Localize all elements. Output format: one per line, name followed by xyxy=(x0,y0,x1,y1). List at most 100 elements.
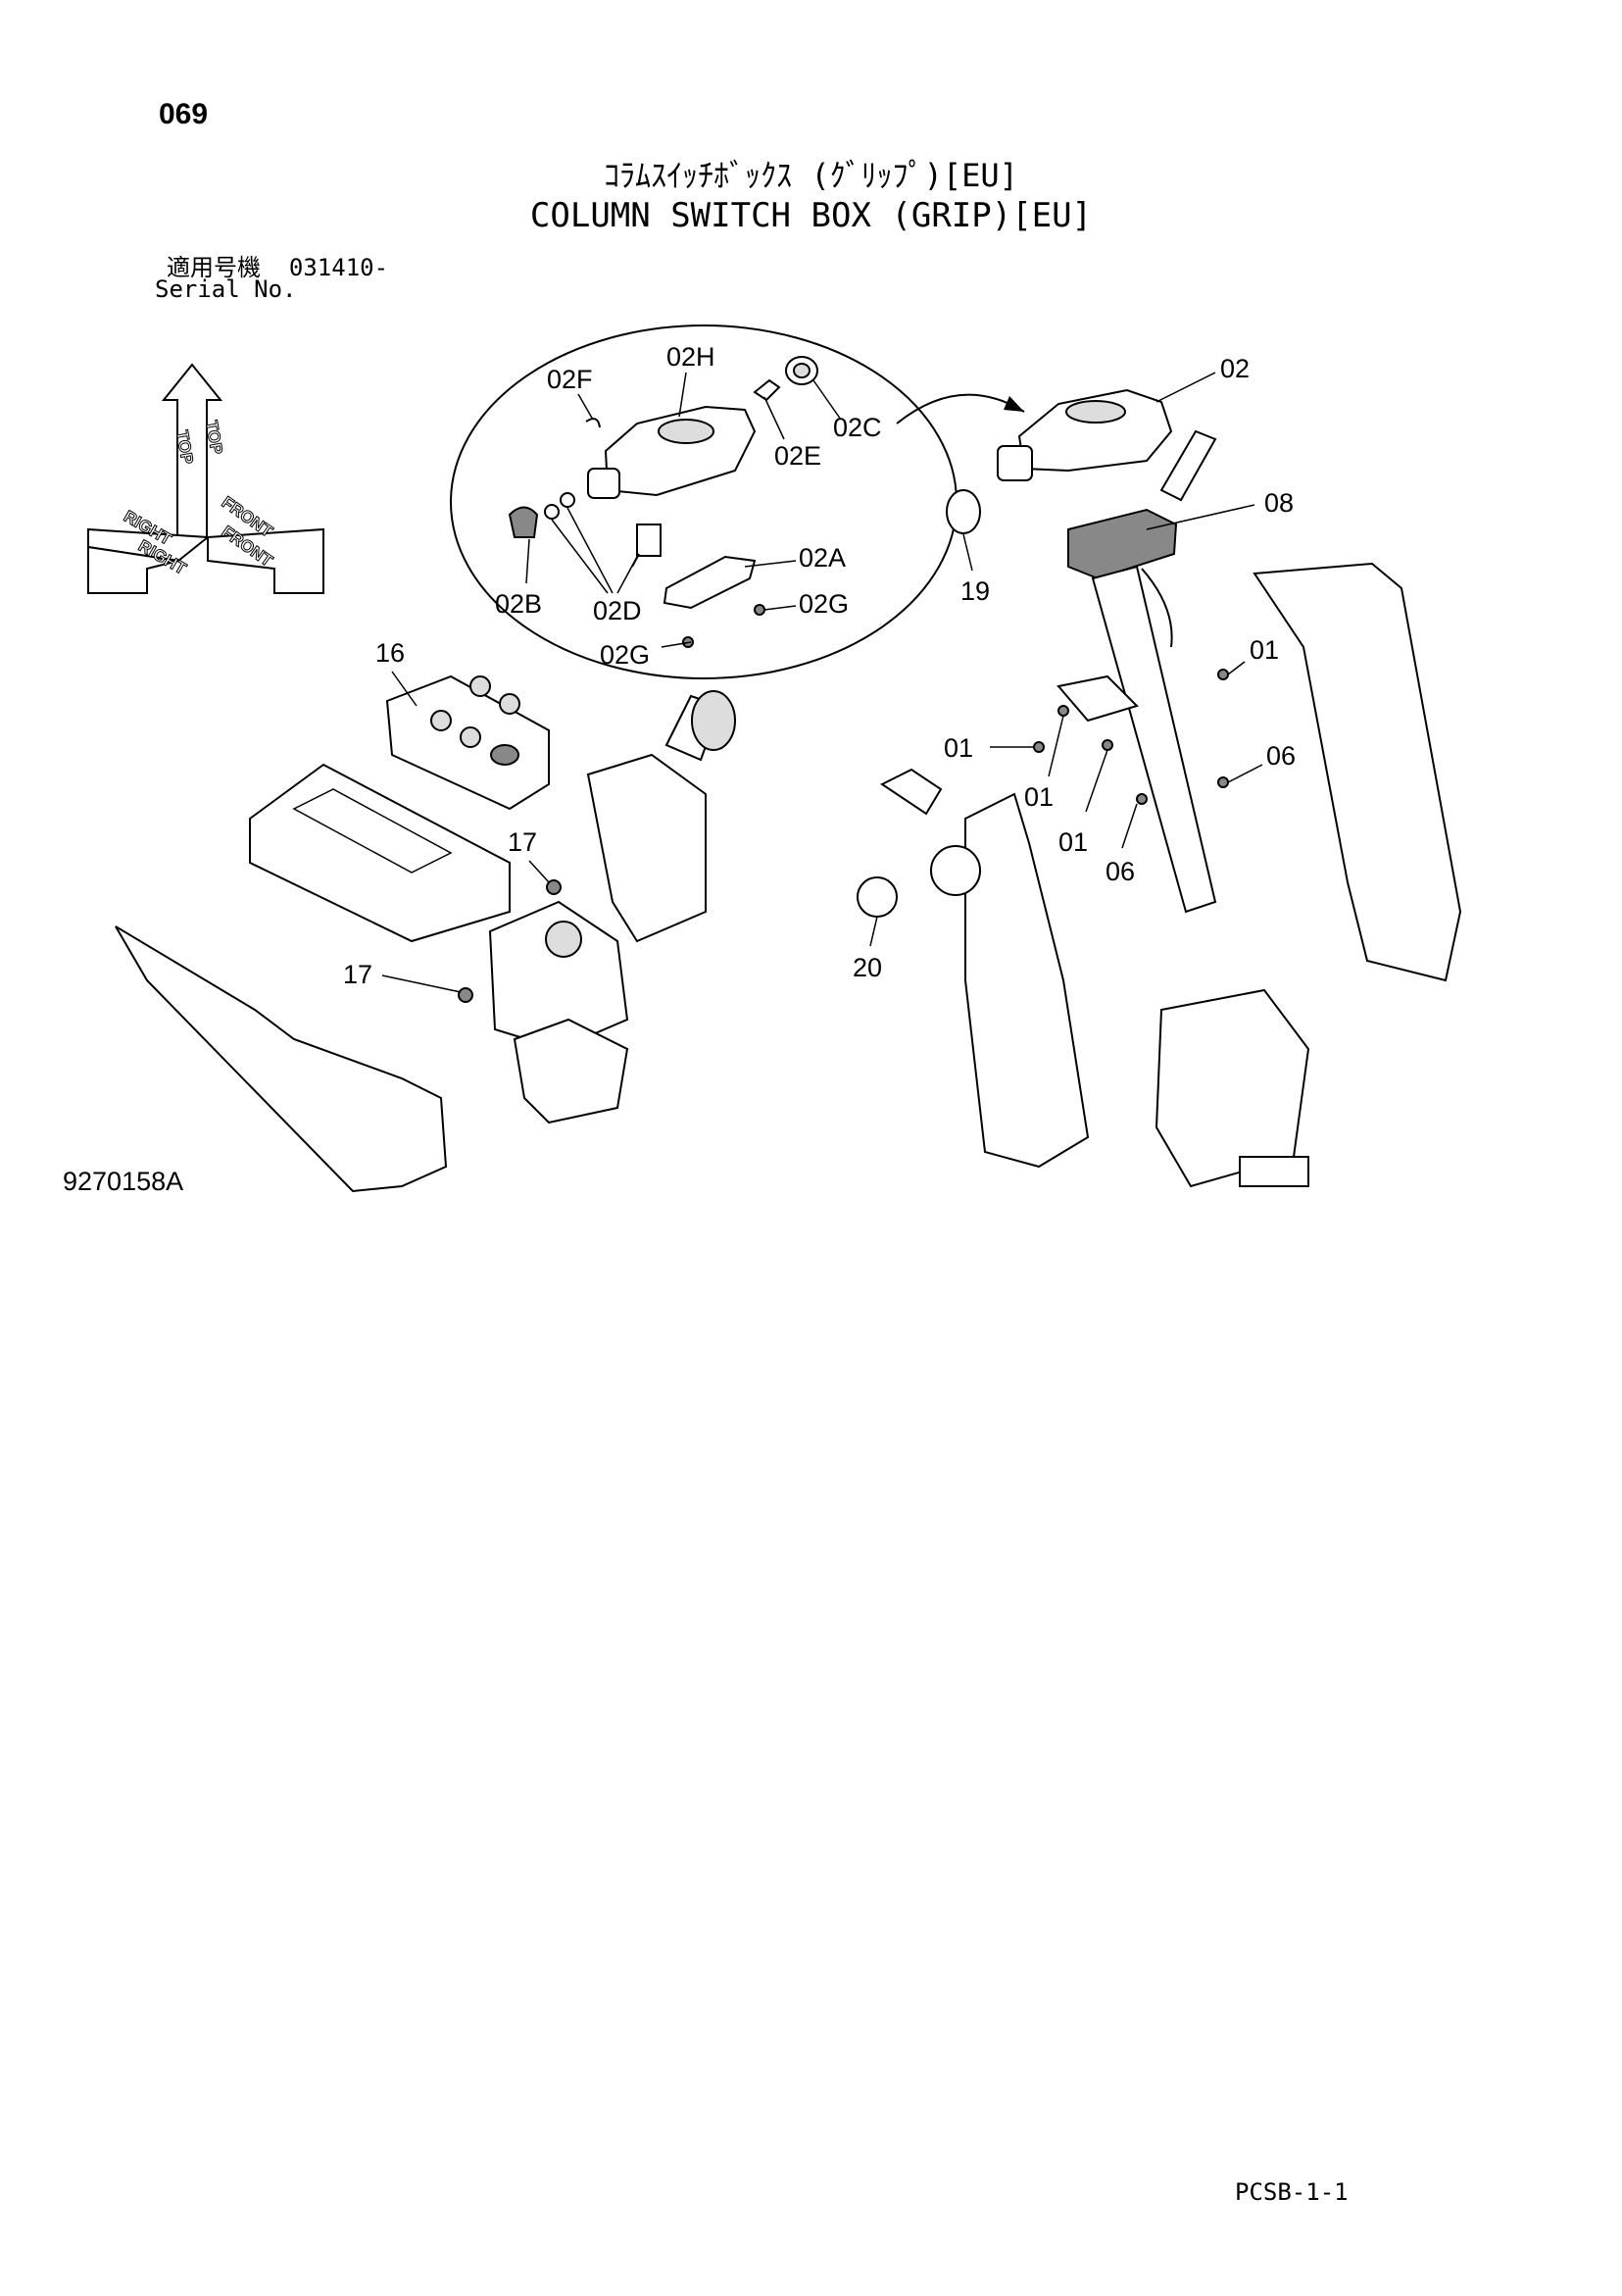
console-side-panel xyxy=(115,925,448,1193)
leader-06-1 xyxy=(1227,764,1263,783)
callout-19: 19 xyxy=(960,576,990,606)
leader-02G-2 xyxy=(661,641,692,648)
part-02-grip xyxy=(1017,388,1173,473)
callout-08: 08 xyxy=(1264,488,1294,518)
grip-switch xyxy=(636,524,662,557)
console-frame xyxy=(249,763,511,943)
leader-01-4 xyxy=(1227,661,1246,675)
part-02F-clip xyxy=(585,418,601,428)
orientation-indicator: TOP TOP RIGHT RIGHT FRONT FRONT xyxy=(87,363,324,594)
leader-01-3 xyxy=(1085,749,1108,813)
part-02G-screw-1 xyxy=(754,604,765,616)
leader-02 xyxy=(1155,372,1216,403)
panel-button xyxy=(490,744,519,766)
footer-code: PCSB-1-1 xyxy=(1235,2178,1349,2206)
leader-02E xyxy=(763,396,785,440)
grip-left-knob xyxy=(587,468,620,499)
part-02D-washer-1 xyxy=(544,504,560,520)
part-02C-inner xyxy=(793,363,811,378)
part-08-switch-box xyxy=(1067,508,1178,580)
leader-02D-1 xyxy=(551,519,609,594)
callout-01-middle: 01 xyxy=(1024,782,1054,812)
console-lower-cover xyxy=(513,1018,629,1124)
grip-housing xyxy=(604,405,757,497)
leader-06-2 xyxy=(1121,803,1138,849)
leader-20 xyxy=(869,916,878,947)
part-02-knob xyxy=(997,445,1033,481)
leader-17-2 xyxy=(381,974,462,993)
callout-20: 20 xyxy=(853,953,882,982)
serial-label-english: Serial No. xyxy=(155,275,297,303)
grip-detail-view xyxy=(450,324,1025,679)
part-06-screw-2 xyxy=(1136,793,1148,805)
callout-02A: 02A xyxy=(799,543,846,573)
leader-02A xyxy=(744,560,797,568)
callout-02E: 02E xyxy=(774,441,821,471)
leader-02F xyxy=(577,393,594,421)
callout-01-left: 01 xyxy=(944,733,973,763)
steering-column-shaft xyxy=(1091,565,1217,914)
console-bracket xyxy=(488,900,629,1051)
column-cover-ring xyxy=(930,845,981,896)
page-title-english: COLUMN SWITCH BOX (GRIP)[EU] xyxy=(529,196,1093,235)
wiper-lever xyxy=(880,768,943,816)
callout-01-lower: 01 xyxy=(1058,827,1088,857)
part-02A-cover xyxy=(663,555,757,610)
part-20-cap xyxy=(857,876,898,918)
leader-02D-2 xyxy=(566,507,614,594)
serial-number-value: 031410- xyxy=(288,254,389,281)
page-title-japanese: ｺﾗﾑｽｲｯﾁﾎﾞｯｸｽ (ｸﾞﾘｯﾌﾟ)[EU] xyxy=(604,157,1018,194)
callout-02G-right: 02G xyxy=(799,589,849,619)
figure-id: 9270158A xyxy=(63,1167,184,1196)
part-06-screw-1 xyxy=(1217,776,1229,788)
serial-label-jp-text: 適用号機 xyxy=(167,254,261,281)
part-01-screw-4 xyxy=(1217,669,1229,680)
lever-knob xyxy=(691,690,736,751)
grip-housing-window xyxy=(658,419,714,444)
callout-02: 02 xyxy=(1220,354,1250,383)
serial-label-japanese: 適用号機 031410- xyxy=(167,248,388,282)
column-base-foot xyxy=(1239,1156,1309,1187)
part-02-window xyxy=(1065,400,1126,424)
leader-02G-1 xyxy=(763,605,797,611)
leader-16 xyxy=(391,671,418,707)
part-19-cap xyxy=(946,489,981,534)
part-17-nut-2 xyxy=(458,987,473,1003)
leader-02H xyxy=(678,372,687,418)
leader-02B xyxy=(525,538,530,584)
callout-02D: 02D xyxy=(593,596,642,625)
panel-knob-1 xyxy=(469,675,491,697)
callout-17-lower: 17 xyxy=(343,960,372,989)
leader-17-1 xyxy=(528,860,550,883)
callout-02B: 02B xyxy=(495,589,542,619)
part-02B-knob xyxy=(508,506,539,538)
callout-02H: 02H xyxy=(666,342,715,372)
lever-stalk xyxy=(1159,429,1217,502)
callout-17-upper: 17 xyxy=(508,827,537,857)
column-bracket xyxy=(1057,674,1139,723)
console-assembly xyxy=(115,671,736,1193)
leader-01-2 xyxy=(1048,715,1064,777)
detail-circle xyxy=(450,324,958,679)
panel-knob-2 xyxy=(499,693,520,715)
leader-02C xyxy=(812,379,842,421)
lever-boot xyxy=(586,753,707,943)
column-front-cover xyxy=(964,792,1090,1169)
leader-08 xyxy=(1146,504,1255,530)
front-arrow xyxy=(207,527,324,594)
page-number: 069 xyxy=(159,98,209,130)
callout-02G-left: 02G xyxy=(600,640,650,670)
part-17-nut-1 xyxy=(546,879,562,895)
part-01-screw-1 xyxy=(1033,741,1045,753)
part-01-screw-3 xyxy=(1102,739,1113,751)
panel-knob-4 xyxy=(460,726,481,748)
leader-02D-3 xyxy=(616,556,638,594)
console-opening xyxy=(292,788,453,873)
panel-knob-3 xyxy=(430,710,452,731)
callout-06-lower: 06 xyxy=(1106,857,1135,886)
right-arrow xyxy=(87,529,179,594)
bracket-pivot xyxy=(545,921,582,958)
detail-leader-arrowhead xyxy=(1004,396,1024,412)
leader-19 xyxy=(962,533,973,572)
steering-column-assembly xyxy=(857,372,1462,1188)
